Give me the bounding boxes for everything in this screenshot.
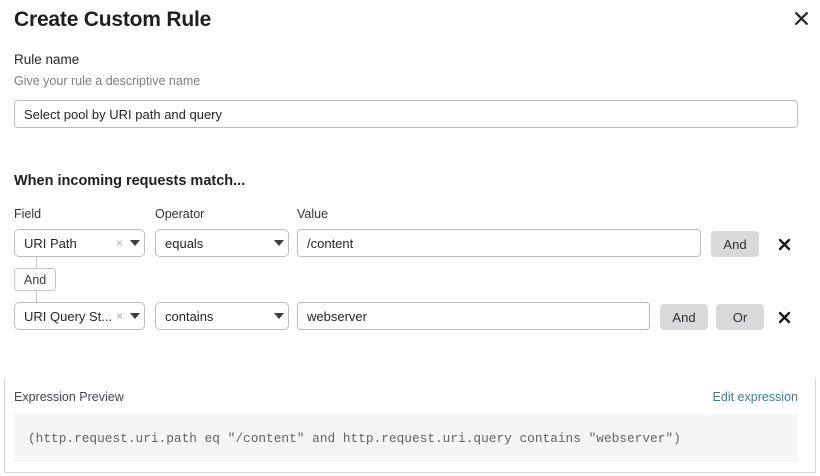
column-header-field: Field — [14, 207, 42, 221]
connector-line-bottom — [36, 291, 37, 302]
add-and-button-row-1[interactable]: And — [711, 231, 759, 257]
expression-preview-label: Expression Preview — [14, 390, 124, 404]
rule-name-input[interactable] — [14, 100, 798, 128]
chevron-down-icon[interactable] — [270, 240, 288, 246]
field-select-value-row-2: URI Query St... — [24, 308, 113, 324]
field-select-value-row-1: URI Path — [24, 235, 77, 251]
operator-select-row-1[interactable]: equals — [155, 229, 289, 257]
chevron-down-icon[interactable] — [126, 313, 144, 319]
column-header-operator: Operator — [155, 207, 205, 221]
chevron-down-icon[interactable] — [270, 313, 288, 319]
connector-and-badge[interactable]: And — [14, 268, 57, 291]
close-icon[interactable] — [790, 7, 812, 29]
value-input-row-2[interactable] — [297, 302, 650, 330]
clear-icon[interactable]: × — [115, 309, 123, 323]
rule-name-label: Rule name — [14, 52, 80, 67]
rule-name-hint: Give your rule a descriptive name — [14, 74, 201, 88]
edit-expression-link[interactable]: Edit expression — [712, 390, 798, 404]
chevron-down-icon[interactable] — [126, 240, 144, 246]
expression-preview-box: (http.request.uri.path eq "/content" and… — [14, 414, 798, 462]
conditions-heading: When incoming requests match... — [14, 173, 246, 189]
operator-select-row-2[interactable]: contains — [155, 302, 289, 330]
connector-line-top — [36, 257, 37, 268]
clear-icon[interactable]: × — [115, 236, 123, 250]
field-select-row-1[interactable]: URI Path × — [14, 229, 145, 257]
add-and-button-row-2[interactable]: And — [660, 304, 708, 330]
delete-row-button-row-1[interactable] — [775, 235, 793, 253]
expression-preview-text: (http.request.uri.path eq "/content" and… — [28, 430, 681, 446]
modal-title: Create Custom Rule — [14, 8, 212, 31]
operator-select-value-row-1: equals — [165, 235, 204, 251]
delete-row-button-row-2[interactable] — [775, 308, 793, 326]
operator-select-value-row-2: contains — [165, 308, 214, 324]
value-input-row-1[interactable] — [297, 229, 701, 257]
add-or-button-row-2[interactable]: Or — [716, 304, 764, 330]
column-header-value: Value — [297, 207, 329, 221]
field-select-row-2[interactable]: URI Query St... × — [14, 302, 145, 330]
